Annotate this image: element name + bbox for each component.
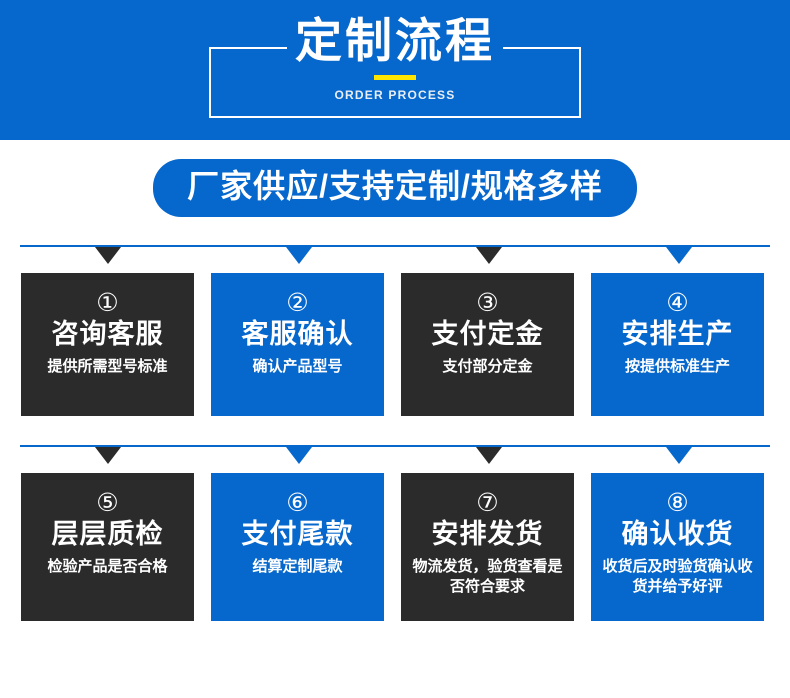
flow-card-list-1: ① 咨询客服 提供所需型号标准 ② 客服确认 确认产品型号 ③ 支付定金 支付部… — [0, 272, 790, 416]
tagline-pill: 厂家供应/支持定制/规格多样 — [153, 159, 637, 217]
flow-step-card-5[interactable]: ⑤ 层层质检 检验产品是否合格 — [21, 472, 194, 621]
flow-arrow-icon-7 — [476, 446, 502, 464]
step-description: 物流发货，验货查看是否符合要求 — [412, 557, 563, 596]
tagline-container: 厂家供应/支持定制/规格多样 — [0, 159, 790, 217]
step-number: ⑦ — [476, 487, 499, 517]
step-number: ⑥ — [286, 487, 309, 517]
step-description: 结算定制尾款 — [252, 557, 343, 575]
step-description: 检验产品是否合格 — [47, 557, 168, 575]
step-number: ④ — [666, 287, 689, 317]
step-description: 按提供标准生产 — [624, 357, 730, 375]
page-title: 定制流程 — [295, 14, 495, 67]
step-title: 层层质检 — [51, 518, 164, 549]
flow-step-card-1[interactable]: ① 咨询客服 提供所需型号标准 — [21, 272, 194, 416]
flow-arrow-icon-3 — [476, 246, 502, 264]
flow-step-card-7[interactable]: ⑦ 安排发货 物流发货，验货查看是否符合要求 — [401, 472, 574, 621]
header-banner: 定制流程 ORDER PROCESS — [0, 0, 790, 140]
step-number: ⑧ — [666, 487, 689, 517]
banner-frame-top-right-segment — [503, 47, 581, 49]
title-underline-accent — [374, 75, 416, 80]
step-description: 支付部分定金 — [442, 357, 533, 375]
flow-step-card-3[interactable]: ③ 支付定金 支付部分定金 — [401, 272, 574, 416]
step-title: 安排生产 — [621, 318, 734, 349]
flow-step-card-4[interactable]: ④ 安排生产 按提供标准生产 — [591, 272, 764, 416]
banner-frame-top-left-segment — [209, 47, 287, 49]
step-description: 确认产品型号 — [252, 357, 343, 375]
step-title: 确认收货 — [621, 518, 734, 549]
step-title: 支付定金 — [431, 318, 544, 349]
flow-step-card-2[interactable]: ② 客服确认 确认产品型号 — [211, 272, 384, 416]
step-title: 客服确认 — [241, 318, 354, 349]
flow-step-card-8[interactable]: ⑧ 确认收货 收货后及时验货确认收货并给予好评 — [591, 472, 764, 621]
step-number: ③ — [476, 287, 499, 317]
step-number: ② — [286, 287, 309, 317]
flow-divider-line-1 — [20, 244, 770, 247]
page-subtitle: ORDER PROCESS — [334, 88, 456, 102]
flow-arrow-icon-2 — [286, 246, 312, 264]
step-title: 咨询客服 — [51, 318, 164, 349]
flow-row-2: ⑤ 层层质检 检验产品是否合格 ⑥ 支付尾款 结算定制尾款 ⑦ 安排发货 物流发… — [0, 444, 790, 622]
step-description: 提供所需型号标准 — [47, 357, 168, 375]
flow-divider-line-2 — [20, 444, 770, 447]
banner-frame-decoration — [209, 47, 581, 118]
flow-step-card-6[interactable]: ⑥ 支付尾款 结算定制尾款 — [211, 472, 384, 621]
flow-row-1: ① 咨询客服 提供所需型号标准 ② 客服确认 确认产品型号 ③ 支付定金 支付部… — [0, 244, 790, 416]
step-number: ① — [96, 287, 119, 317]
flow-arrow-icon-5 — [95, 446, 121, 464]
flow-arrow-icon-4 — [666, 246, 692, 264]
flow-arrow-icon-8 — [666, 446, 692, 464]
step-title: 安排发货 — [431, 518, 544, 549]
step-description: 收货后及时验货确认收货并给予好评 — [602, 557, 753, 596]
flow-card-list-2: ⑤ 层层质检 检验产品是否合格 ⑥ 支付尾款 结算定制尾款 ⑦ 安排发货 物流发… — [0, 472, 790, 621]
step-title: 支付尾款 — [241, 518, 354, 549]
flow-arrow-icon-1 — [95, 246, 121, 264]
flow-arrow-icon-6 — [286, 446, 312, 464]
step-number: ⑤ — [96, 487, 119, 517]
